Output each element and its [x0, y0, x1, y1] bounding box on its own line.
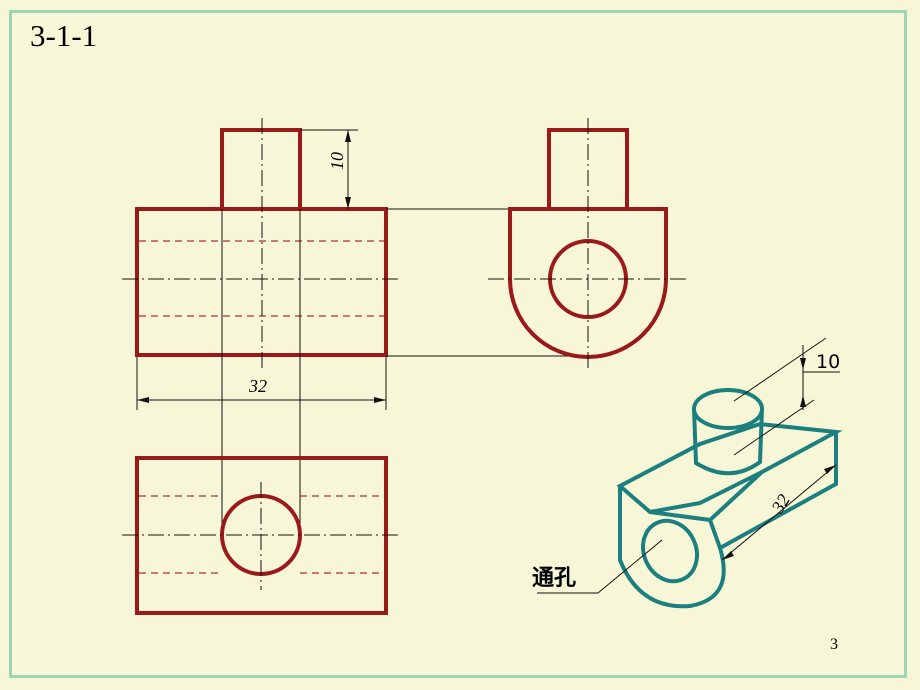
front-dim-width: 32	[136, 357, 387, 410]
iso-boss-top	[692, 388, 764, 430]
iso-front-face	[618, 486, 726, 609]
top-view	[122, 456, 398, 615]
slide-title: 3-1-1	[30, 18, 98, 53]
page-number: 3	[830, 636, 838, 653]
front-dim-width-text: 32	[248, 376, 267, 396]
side-view	[488, 118, 690, 372]
front-boss-outline	[220, 128, 302, 211]
iso-edge	[708, 470, 764, 522]
front-dim-height: 10	[300, 129, 358, 209]
side-body-outline	[508, 207, 668, 359]
iso-dim-length-text: 32	[767, 491, 794, 518]
slide-frame	[9, 10, 907, 678]
front-view	[122, 118, 398, 372]
through-hole-label: 通孔	[532, 539, 663, 594]
iso-dim-height: 10	[733, 337, 840, 456]
iso-dim-height-text: 10	[816, 351, 840, 373]
iso-through-hole	[641, 518, 699, 584]
iso-dim-length: 32	[721, 464, 837, 561]
iso-top-face	[616, 421, 843, 515]
iso-side-face	[719, 432, 838, 550]
front-dim-height-text: 10	[327, 152, 347, 170]
through-hole-label-text: 通孔	[532, 566, 576, 591]
iso-boss-body	[692, 408, 764, 476]
isometric-view	[616, 388, 843, 609]
